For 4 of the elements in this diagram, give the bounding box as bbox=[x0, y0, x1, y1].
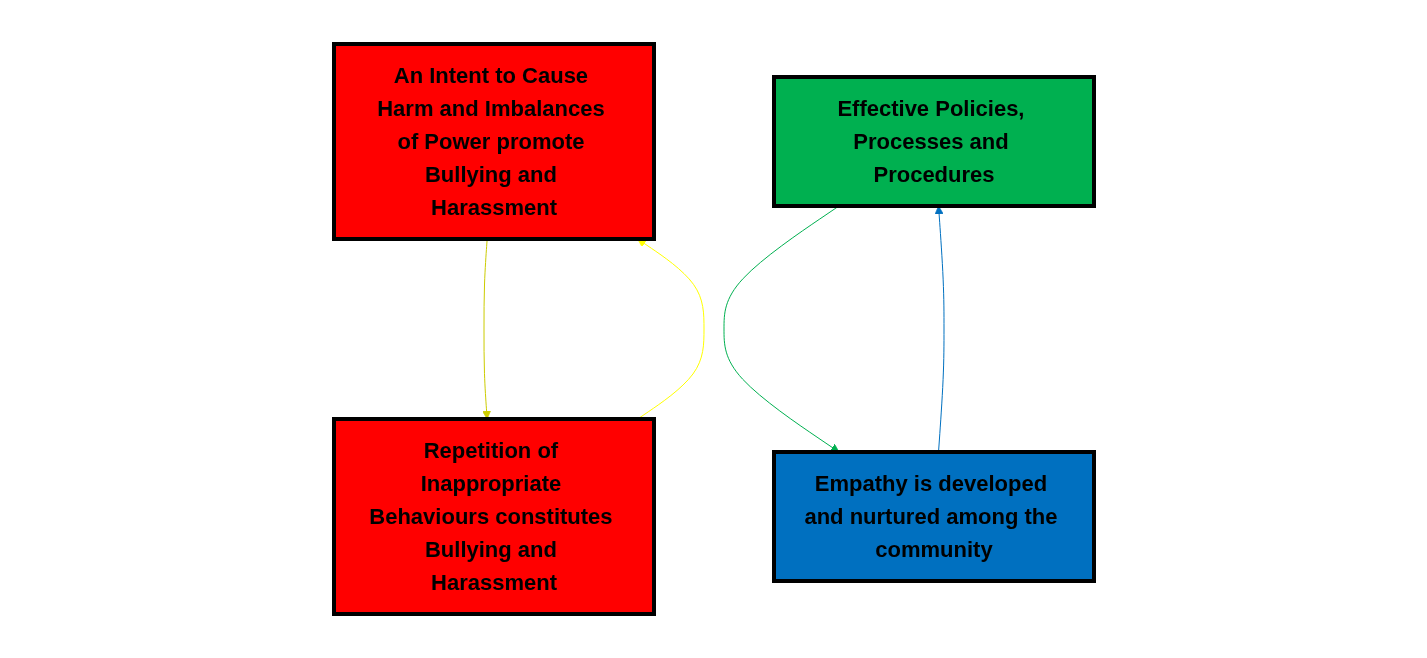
node-box: Repetition of Inappropriate Behaviours constitutes Bullying and Harassment bbox=[331, 417, 656, 616]
node-box: Effective Policies, Processes and Procedures bbox=[771, 75, 1096, 208]
node-box: An Intent to Cause Harm and Imbalances of Power promote Bullying and Harassment bbox=[331, 42, 656, 241]
node-box: Empathy is developed and nurtured among the community bbox=[771, 450, 1096, 583]
